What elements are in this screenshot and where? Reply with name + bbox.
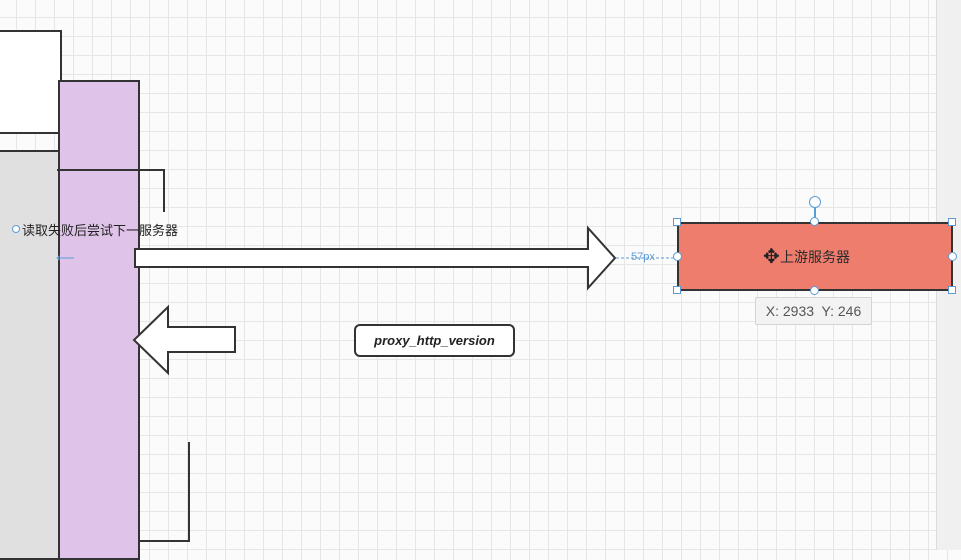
resize-handle-right[interactable] — [948, 252, 957, 261]
connector-line-top[interactable] — [57, 169, 165, 212]
resize-handle-top-right[interactable] — [948, 218, 956, 226]
coordinates-text: X: 2933 Y: 246 — [765, 303, 862, 319]
connection-point[interactable] — [12, 225, 20, 233]
move-cursor-icon: ✥ — [763, 246, 780, 268]
resize-handle-bottom[interactable] — [810, 286, 819, 295]
resize-handle-left[interactable] — [673, 252, 682, 261]
right-block-arrow — [134, 225, 617, 291]
resize-handle-top-left[interactable] — [673, 218, 681, 226]
gray-rectangle-shape[interactable] — [0, 150, 60, 560]
proxy-http-version-label[interactable]: proxy_http_version — [354, 324, 515, 357]
resize-handle-bottom-right[interactable] — [948, 286, 956, 294]
coordinates-tooltip: X: 2933 Y: 246 — [755, 297, 872, 325]
rotate-handle-icon[interactable] — [809, 196, 821, 208]
rotate-stem — [814, 208, 816, 222]
retry-next-server-label[interactable]: 读取失败后尝试下一服务器 — [22, 223, 179, 238]
proxy-http-version-text: proxy_http_version — [374, 333, 495, 348]
resize-handle-top[interactable] — [810, 217, 819, 226]
upstream-server-label: 上游服务器 — [780, 248, 850, 265]
resize-handle-bottom-left[interactable] — [673, 286, 681, 294]
left-arrow-icon: ⟵ — [56, 250, 75, 265]
left-block-arrow — [132, 304, 236, 376]
white-rectangle-shape[interactable] — [0, 30, 62, 134]
connector-line-bottom[interactable] — [140, 442, 190, 542]
distance-measure-label: 57px — [631, 251, 655, 263]
upstream-server-shape[interactable]: 上游服务器 — [677, 222, 953, 291]
